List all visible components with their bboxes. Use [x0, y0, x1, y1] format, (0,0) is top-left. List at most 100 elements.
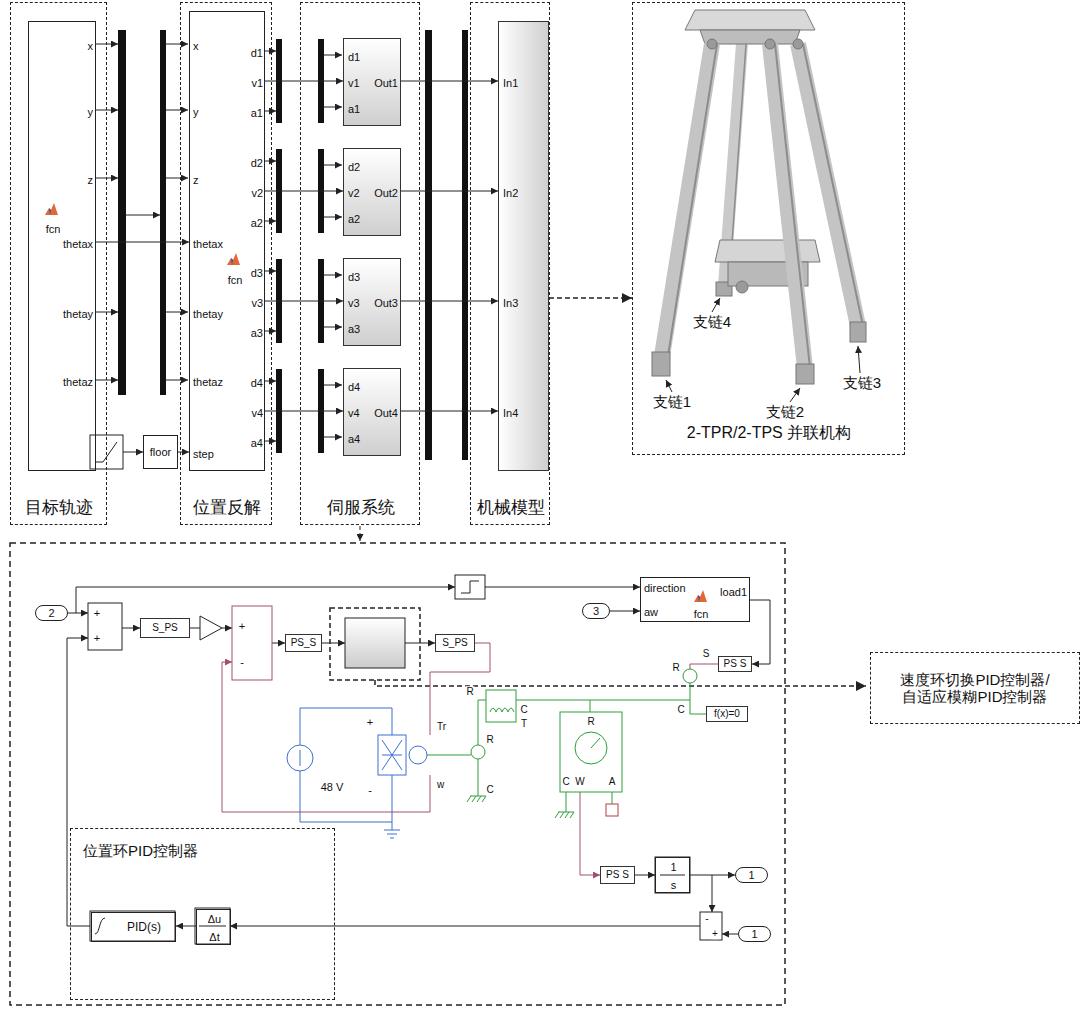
- block-text: x: [88, 40, 94, 52]
- text-holder: d4: [251, 377, 263, 390]
- branch-label: 支链4: [692, 313, 732, 330]
- electrical-circuit: [300, 750, 301, 766]
- text-holder: x: [88, 40, 94, 53]
- block-text: thetaz: [193, 376, 223, 388]
- sign-label: +: [711, 928, 719, 940]
- matlab-function-block: xyzthetaxthetaythetazstepd1v1a1d2v2a2d3v…: [189, 11, 265, 471]
- signal-wire: [222, 628, 232, 629]
- solver-config-block: f(x)=0: [706, 706, 748, 722]
- converter-block: PS_S: [285, 634, 322, 652]
- block-text: load1: [720, 586, 747, 598]
- text-holder: thetaz: [63, 376, 93, 389]
- electrical-circuit: [287, 745, 313, 771]
- block-text: v2: [348, 187, 360, 199]
- text-holder: v4: [251, 407, 263, 420]
- converter-block: S_PS: [435, 634, 475, 652]
- block-text: In1: [503, 77, 518, 89]
- signal-wire: [264, 331, 276, 332]
- signal-line: [635, 875, 655, 876]
- block-text: s: [671, 879, 677, 891]
- port-label: C: [519, 704, 528, 716]
- block-text: fcn: [228, 274, 243, 286]
- signal-line: [401, 301, 498, 302]
- block-text: v1: [348, 77, 360, 89]
- text-holder: v3: [251, 297, 263, 310]
- port-label: C: [676, 704, 685, 716]
- text-holder: v2: [348, 187, 360, 200]
- mechanical-network: [516, 700, 690, 701]
- block-text: 速度环切换PID控制器/自适应模糊PID控制器: [900, 671, 1049, 705]
- signal-line: [265, 191, 343, 192]
- block-text: 机械模型: [477, 498, 545, 517]
- signal-wire: [264, 271, 276, 272]
- signal-wire: [324, 385, 342, 386]
- port-label: S: [702, 648, 711, 660]
- signal-wire: [264, 111, 276, 112]
- text-holder: 1: [670, 861, 676, 874]
- branch-label: 支链1: [652, 393, 692, 410]
- ramp-block: [95, 442, 117, 462]
- text-holder: v3: [348, 297, 360, 310]
- text-holder: v4: [348, 407, 360, 420]
- dashed-group: 位置环PID控制器PID(s)ΔuΔt: [70, 828, 335, 1000]
- text-holder: In3: [503, 297, 518, 310]
- electrical-circuit: [409, 746, 427, 764]
- electrical-circuit: [384, 822, 400, 838]
- text-holder: 位置反解: [193, 498, 261, 518]
- branch-label: 支链3: [842, 374, 882, 391]
- text-holder: a3: [251, 327, 263, 340]
- block-text: thetax: [193, 238, 223, 250]
- block-text: In2: [503, 187, 518, 199]
- integrator-block: 1s: [655, 857, 690, 893]
- text-holder: a1: [348, 103, 360, 116]
- block-text: d2: [251, 157, 263, 169]
- sign-label: +: [93, 632, 101, 644]
- mechanical-network: [490, 708, 514, 712]
- block-text: S_PS: [442, 637, 468, 648]
- port-label: A: [608, 776, 617, 788]
- text-holder: PID(s): [127, 921, 161, 935]
- inport: 2: [35, 605, 68, 621]
- port-label: T: [520, 718, 528, 730]
- text-holder: f(x)=0: [714, 708, 740, 720]
- text-holder: a4: [348, 433, 360, 446]
- text-holder: 2-TPR/2-TPS 并联机构: [687, 424, 851, 442]
- text-holder: x: [193, 40, 199, 53]
- signal-wire: [324, 107, 342, 108]
- mechanism-illustration: [803, 44, 863, 326]
- simulink-block: [95, 918, 105, 934]
- port-label: R: [671, 662, 680, 673]
- signal-wire: [95, 44, 342, 452]
- text-holder: PS_S: [291, 637, 317, 649]
- block-text: v2: [251, 187, 263, 199]
- text-holder: s: [671, 879, 677, 892]
- electrical-circuit: [378, 735, 406, 775]
- text-holder: 2: [48, 607, 54, 620]
- text-holder: d2: [348, 161, 360, 174]
- inport: 1: [738, 926, 771, 942]
- sign-label: +: [93, 607, 101, 620]
- block-text: direction: [644, 582, 686, 594]
- block-text: Out2: [374, 187, 398, 199]
- sign-label: -: [239, 656, 245, 668]
- port-label: C: [676, 704, 685, 715]
- mechanical-network: [690, 700, 706, 714]
- signal-wire: [324, 275, 342, 276]
- signal-wire: [230, 926, 700, 927]
- text-holder: a4: [251, 437, 263, 450]
- branch-label: 支链1: [652, 393, 692, 410]
- mechanical-network: [683, 669, 697, 683]
- block-text: 3: [593, 605, 599, 617]
- text-holder: y: [193, 106, 199, 119]
- block-text: a1: [348, 103, 360, 115]
- dashed-group: 位置反解xyzthetaxthetaythetazstepd1v1a1d2v2a…: [180, 2, 272, 525]
- mechanical-model-block: In1In2In3In4: [498, 21, 549, 471]
- controller-note: 速度环切换PID控制器/自适应模糊PID控制器: [870, 652, 1080, 724]
- port-label: W: [574, 776, 585, 788]
- mechanism-illustration: [796, 364, 814, 384]
- voltage-label: 48 V: [320, 781, 345, 793]
- block-text: 1: [670, 861, 676, 873]
- signal-wire: [190, 628, 200, 629]
- block-text: thetay: [63, 308, 93, 320]
- text-holder: thetay: [63, 308, 93, 321]
